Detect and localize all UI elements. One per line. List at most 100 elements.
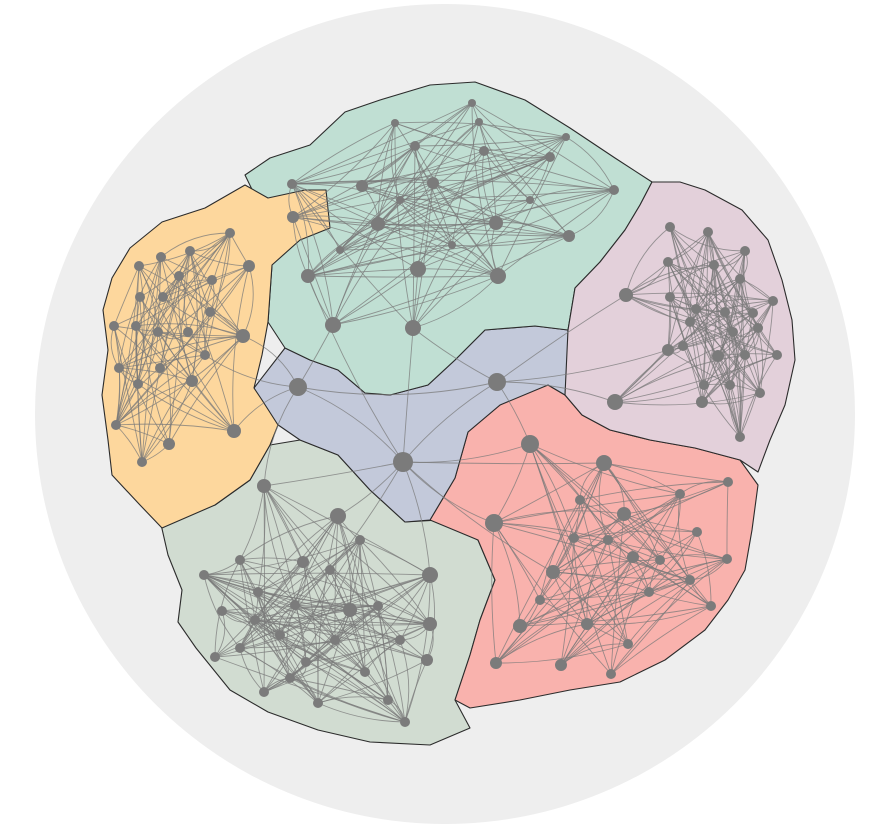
network-edge xyxy=(359,539,389,701)
network-node xyxy=(706,601,716,611)
network-node xyxy=(692,527,702,537)
network-edge xyxy=(729,300,774,386)
network-node xyxy=(186,375,198,387)
network-node xyxy=(675,489,685,499)
network-edge xyxy=(426,574,436,661)
network-edge xyxy=(412,199,531,329)
network-edge xyxy=(115,311,211,426)
network-edge xyxy=(432,182,531,202)
network-edge xyxy=(113,265,140,327)
network-node xyxy=(644,587,654,597)
network-edge xyxy=(552,571,629,645)
network-edge xyxy=(701,354,778,403)
network-node xyxy=(301,657,311,667)
network-edge xyxy=(399,189,615,201)
network-edge xyxy=(334,639,406,723)
network-edge xyxy=(471,102,497,224)
network-edge xyxy=(291,121,480,185)
network-edge xyxy=(239,559,265,693)
network-edge xyxy=(139,250,191,298)
network-edge xyxy=(610,493,681,675)
network-edge xyxy=(667,261,761,394)
network-edge xyxy=(579,499,629,645)
network-edge xyxy=(412,327,498,383)
network-node xyxy=(325,565,335,575)
network-edge xyxy=(713,264,741,438)
network-edge xyxy=(402,461,431,576)
network-edge xyxy=(695,308,731,386)
network-node xyxy=(235,643,245,653)
network-edge xyxy=(627,558,728,645)
network-node xyxy=(336,246,344,254)
network-edge xyxy=(377,223,499,277)
network-edge xyxy=(648,531,698,593)
network-edge xyxy=(203,574,401,641)
network-node xyxy=(134,261,144,271)
network-node xyxy=(396,196,404,204)
network-edge xyxy=(703,300,774,386)
network-node xyxy=(421,654,433,666)
network-edge xyxy=(239,559,336,641)
network-edge xyxy=(178,275,193,382)
network-edge xyxy=(118,367,193,382)
network-edge xyxy=(291,102,473,185)
network-edge xyxy=(307,235,570,277)
network-edge xyxy=(141,354,206,463)
network-node xyxy=(243,260,255,272)
network-edge xyxy=(263,623,431,693)
network-node xyxy=(513,619,527,633)
network-edge xyxy=(402,461,605,465)
network-node xyxy=(405,320,421,336)
network-edge xyxy=(141,256,162,463)
network-edge xyxy=(412,275,499,329)
network-edge xyxy=(394,122,615,191)
network-node xyxy=(210,652,220,662)
network-edge xyxy=(113,325,244,337)
network-edge xyxy=(118,335,244,369)
network-edge xyxy=(529,443,712,607)
network-edge xyxy=(294,604,401,641)
network-edge xyxy=(135,325,193,382)
network-edge xyxy=(329,461,404,571)
network-node xyxy=(330,635,340,645)
network-edge xyxy=(573,537,588,625)
network-edge xyxy=(648,591,712,607)
network-edge xyxy=(579,499,728,560)
network-node xyxy=(521,435,539,453)
network-edge xyxy=(254,609,351,621)
network-edge xyxy=(625,250,746,296)
network-edge xyxy=(203,572,431,576)
network-edge xyxy=(495,599,541,664)
network-edge xyxy=(263,485,351,611)
network-node xyxy=(355,535,365,545)
network-edge xyxy=(289,677,389,701)
network-node xyxy=(185,246,195,256)
network-edge xyxy=(519,591,650,627)
network-edge xyxy=(573,530,698,539)
network-node xyxy=(373,601,383,611)
network-edge xyxy=(203,574,319,704)
network-edge xyxy=(291,183,309,277)
network-edge xyxy=(497,136,567,277)
network-edge xyxy=(478,121,570,237)
network-edge xyxy=(214,515,339,658)
network-edge xyxy=(307,150,485,277)
network-edge xyxy=(497,189,615,277)
network-edge xyxy=(377,102,473,225)
network-edge xyxy=(113,325,161,369)
network-edge xyxy=(221,610,366,673)
network-node xyxy=(410,261,426,277)
network-edge xyxy=(483,150,531,201)
network-edge xyxy=(239,539,361,649)
network-edge xyxy=(614,354,746,403)
network-edge xyxy=(214,605,379,658)
network-edge xyxy=(432,182,570,237)
network-edge xyxy=(214,639,336,658)
network-node xyxy=(468,99,476,107)
network-edge xyxy=(471,102,615,191)
network-edge xyxy=(138,265,244,337)
network-edge xyxy=(491,522,497,664)
network-edge xyxy=(115,354,206,426)
network-node xyxy=(665,222,675,232)
network-edge xyxy=(139,296,170,445)
